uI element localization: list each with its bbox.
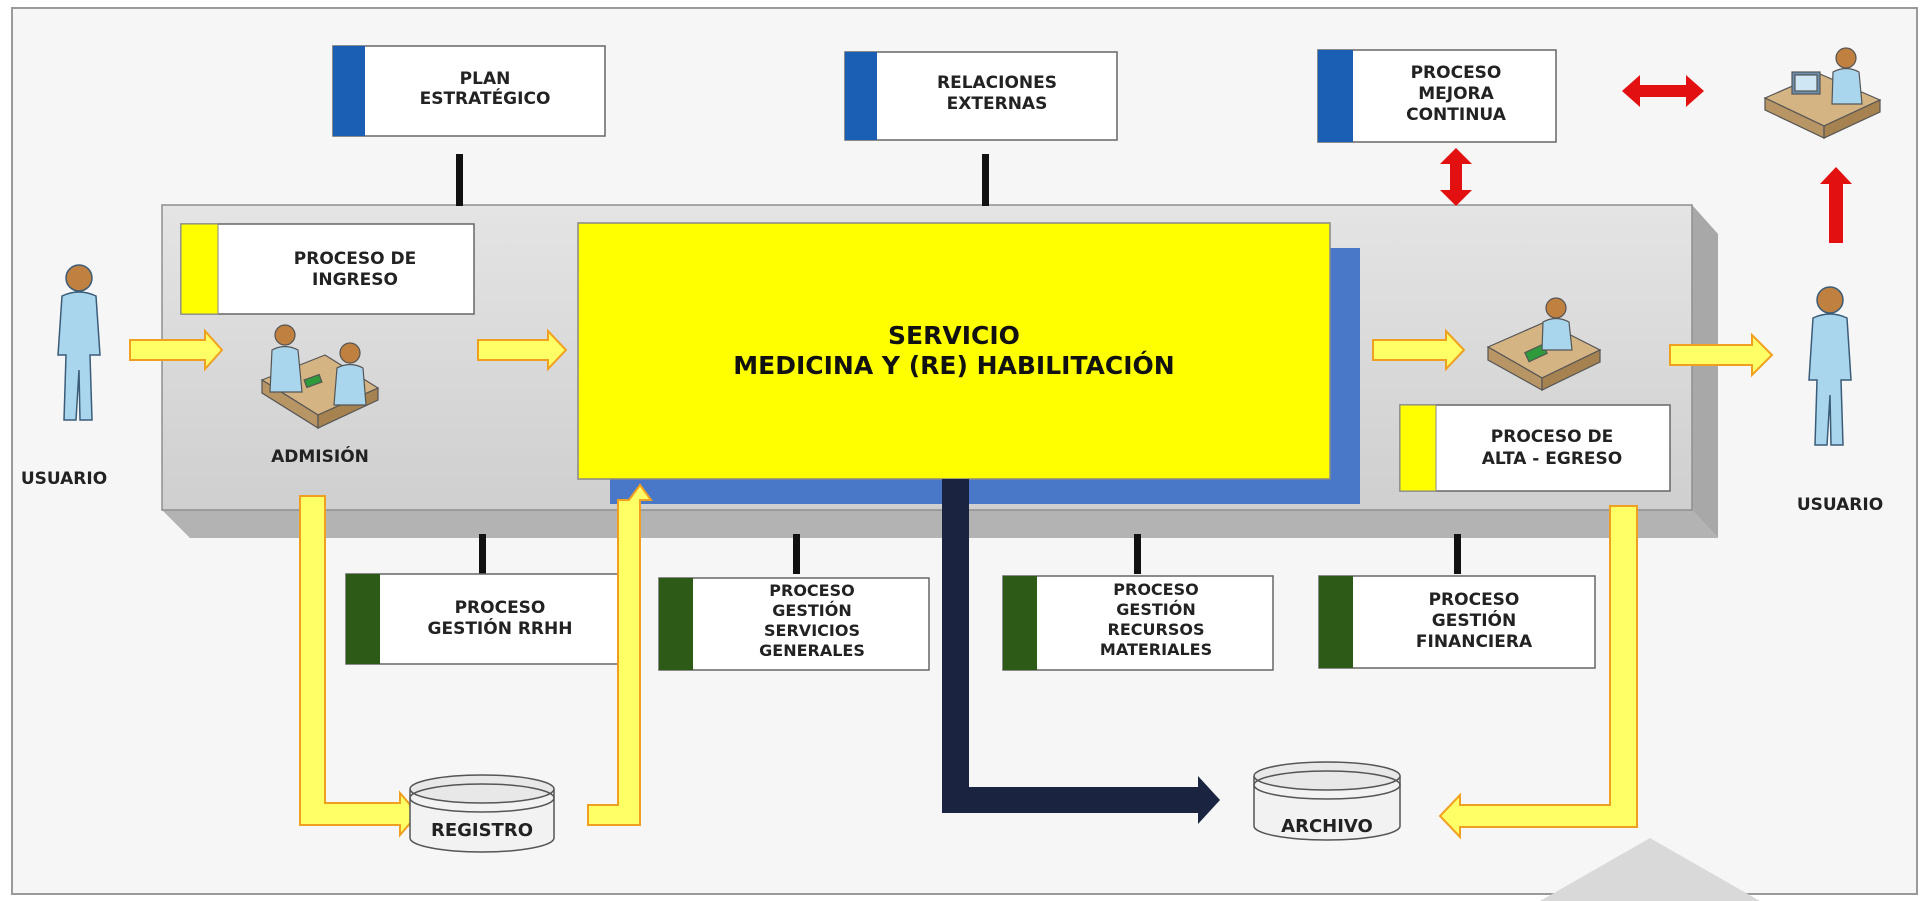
box-proceso-gestion-servicios-generales: PROCESO GESTIÓN SERVICIOS GENERALES — [658, 577, 930, 671]
arrow-admision-to-registro — [299, 495, 420, 838]
svg-text:GESTIÓN RRHH: GESTIÓN RRHH — [428, 617, 573, 639]
svg-text:GESTIÓN: GESTIÓN — [772, 601, 851, 620]
usuario-right-person-icon — [1808, 286, 1852, 446]
center-title-line2: MEDICINA Y (RE) HABILITACIÓN — [733, 350, 1174, 380]
box-plan-estrategico: PLAN ESTRATÉGICO — [332, 45, 606, 137]
svg-text:ESTRATÉGICO: ESTRATÉGICO — [420, 87, 551, 109]
svg-text:RELACIONES: RELACIONES — [937, 73, 1057, 93]
connector-servicios — [793, 534, 800, 574]
svg-text:REGISTRO: REGISTRO — [431, 820, 533, 841]
box-proceso-alta-egreso: PROCESO DE ALTA - EGRESO — [1399, 404, 1671, 492]
admision-desk-icon — [260, 324, 380, 430]
svg-text:PROCESO: PROCESO — [1429, 590, 1520, 610]
connector-rrhh — [479, 534, 486, 574]
arrow-servicio-to-archivo — [942, 479, 1220, 824]
svg-text:PROCESO DE: PROCESO DE — [1491, 427, 1613, 447]
svg-text:RECURSOS: RECURSOS — [1108, 620, 1205, 639]
arrow-mejora-bidirectional-horizontal — [1622, 75, 1704, 107]
svg-text:PROCESO: PROCESO — [1411, 63, 1502, 83]
arrow-alta-to-archivo — [1438, 505, 1638, 840]
box-proceso-ingreso: PROCESO DE INGRESO — [180, 223, 475, 315]
corner-decoration — [1540, 838, 1760, 901]
arrow-alta-to-usuario — [1669, 332, 1774, 378]
box-proceso-gestion-rrhh: PROCESO GESTIÓN RRHH — [345, 573, 621, 665]
arrow-registro-to-servicio — [587, 483, 653, 826]
svg-text:PROCESO DE: PROCESO DE — [294, 249, 416, 269]
arrow-usuario-to-admision — [129, 328, 224, 372]
admision-label: ADMISIÓN — [271, 445, 369, 467]
svg-text:PLAN: PLAN — [460, 69, 511, 89]
svg-text:PROCESO: PROCESO — [1113, 580, 1198, 599]
svg-text:ALTA - EGRESO: ALTA - EGRESO — [1482, 449, 1622, 469]
svg-text:SERVICIOS: SERVICIOS — [764, 621, 860, 640]
svg-text:EXTERNAS: EXTERNAS — [947, 94, 1048, 114]
svg-text:PROCESO: PROCESO — [455, 598, 546, 618]
arrow-usuario-to-evaluacion — [1820, 167, 1852, 243]
svg-text:FINANCIERA: FINANCIERA — [1416, 632, 1533, 652]
connector-financiera — [1454, 534, 1461, 574]
box-proceso-mejora-continua: PROCESO MEJORA CONTINUA — [1317, 49, 1557, 143]
arrow-servicio-to-alta — [1372, 328, 1466, 372]
svg-text:CONTINUA: CONTINUA — [1406, 105, 1507, 125]
mejora-workstation-icon — [1763, 47, 1882, 139]
connector-plan — [456, 154, 463, 206]
svg-text:PROCESO: PROCESO — [769, 581, 854, 600]
svg-text:GESTIÓN: GESTIÓN — [1432, 609, 1516, 631]
svg-text:GESTIÓN: GESTIÓN — [1116, 600, 1195, 619]
svg-text:MEJORA: MEJORA — [1418, 84, 1494, 104]
alta-desk-icon — [1486, 297, 1602, 392]
svg-text:INGRESO: INGRESO — [312, 270, 398, 290]
database-archivo: ARCHIVO — [1253, 761, 1401, 841]
svg-text:GENERALES: GENERALES — [759, 641, 865, 660]
usuario-left-label: USUARIO — [21, 469, 107, 489]
box-proceso-gestion-financiera: PROCESO GESTIÓN FINANCIERA — [1318, 575, 1596, 669]
arrow-admision-to-servicio — [477, 328, 568, 372]
box-relaciones-externas: RELACIONES EXTERNAS — [844, 51, 1118, 141]
center-box — [577, 222, 1331, 480]
center-title-line1: SERVICIO — [888, 321, 1020, 350]
arrow-mejora-bidirectional-vertical — [1440, 148, 1472, 206]
connector-relaciones — [982, 154, 989, 206]
box-proceso-gestion-recursos-materiales: PROCESO GESTIÓN RECURSOS MATERIALES — [1002, 575, 1274, 671]
database-registro: REGISTRO — [409, 774, 555, 853]
usuario-right-label: USUARIO — [1797, 495, 1883, 515]
svg-text:MATERIALES: MATERIALES — [1100, 640, 1212, 659]
svg-text:ARCHIVO: ARCHIVO — [1281, 816, 1373, 837]
connector-recursos — [1134, 534, 1141, 574]
usuario-left-person-icon — [57, 264, 101, 421]
